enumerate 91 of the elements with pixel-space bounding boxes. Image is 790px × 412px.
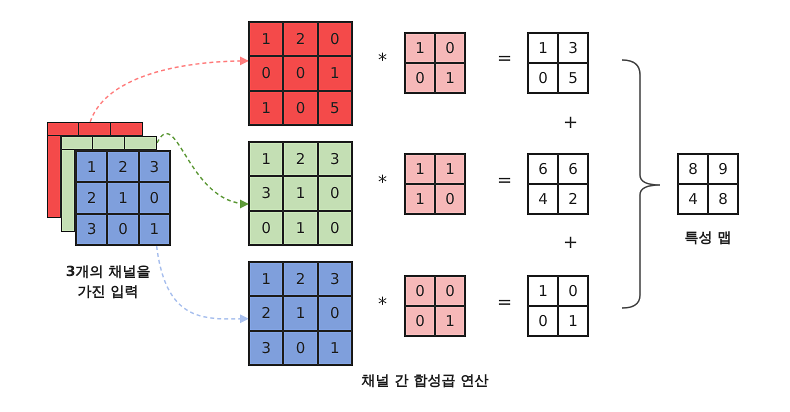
channel-layer (61, 136, 157, 150)
operator-sign: = (497, 292, 512, 313)
operator-sign: + (563, 232, 578, 253)
matrix-value: 1 (405, 154, 435, 184)
matrix-value: 1 (435, 306, 465, 336)
matrix-value: 1 (283, 296, 318, 331)
matrix-value: 3 (249, 176, 284, 211)
matrix-value: 1 (318, 56, 352, 91)
matrix-value: 1 (249, 22, 284, 56)
matrix-value: 4 (528, 184, 558, 214)
dashed-arrow (156, 133, 249, 208)
dashed-arrow (156, 246, 249, 324)
matrix-value: 2 (249, 296, 284, 331)
matrix-value: 1 (283, 176, 318, 211)
matrix-label: 특성 맵 (684, 229, 732, 247)
operator-sign: * (378, 172, 387, 193)
matrix-value: 1 (249, 142, 284, 176)
matrix-value: 8 (678, 154, 708, 184)
matrix-value: 1 (405, 184, 435, 214)
matrix-value: 4 (678, 184, 708, 214)
matrix-value: 3 (318, 262, 352, 296)
matrix-value: 0 (405, 63, 435, 93)
matrix (677, 153, 739, 215)
matrix-value: 0 (107, 214, 139, 245)
matrix-value: 0 (138, 182, 170, 214)
matrix (404, 32, 466, 94)
operator-sign: + (563, 112, 578, 133)
matrix (527, 275, 589, 337)
caption: 3개의 채널을 가진 입력 (64, 263, 152, 302)
matrix (404, 275, 466, 337)
channel-layer (47, 122, 143, 136)
matrix-value: 1 (107, 182, 139, 214)
matrix-value: 6 (558, 154, 588, 184)
matrix-value: 3 (138, 151, 170, 182)
operator-sign: * (378, 294, 387, 315)
matrix-value: 2 (107, 151, 139, 182)
matrix-value: 0 (283, 90, 318, 125)
matrix-value: 3 (558, 33, 588, 63)
operator-sign: = (497, 48, 512, 69)
matrix-value: 3 (318, 142, 352, 176)
matrix-value: 6 (528, 154, 558, 184)
operator-sign: * (378, 50, 387, 71)
matrix-value: 0 (318, 176, 352, 211)
matrix-value: 1 (249, 90, 284, 125)
matrix-value: 0 (249, 210, 284, 245)
matrix-value: 0 (435, 184, 465, 214)
matrix-value: 2 (283, 22, 318, 56)
matrix-value: 0 (558, 276, 588, 306)
matrix-value: 1 (249, 262, 284, 296)
matrix-value: 0 (283, 56, 318, 91)
matrix-value: 1 (318, 330, 352, 365)
dashed-arrow (90, 56, 249, 122)
matrix (248, 21, 353, 126)
matrix (248, 261, 353, 366)
matrix (404, 153, 466, 215)
matrix-value: 1 (405, 33, 435, 63)
matrix (248, 141, 353, 246)
matrix-value: 9 (708, 154, 738, 184)
matrix-value: 0 (249, 56, 284, 91)
matrix (527, 153, 589, 215)
matrix-value: 2 (76, 182, 108, 214)
matrix-value: 2 (283, 142, 318, 176)
matrix (527, 32, 589, 94)
matrix-value: 0 (435, 33, 465, 63)
operator-sign: = (497, 170, 512, 191)
matrix-value: 1 (435, 63, 465, 93)
matrix-value: 0 (405, 306, 435, 336)
matrix-value: 1 (558, 306, 588, 336)
matrix-value: 1 (435, 154, 465, 184)
matrix-value: 1 (283, 210, 318, 245)
matrix-value: 8 (708, 184, 738, 214)
matrix-value: 0 (528, 63, 558, 93)
matrix-value: 0 (405, 276, 435, 306)
matrix-value: 5 (558, 63, 588, 93)
matrix-value: 1 (76, 151, 108, 182)
matrix-value: 2 (283, 262, 318, 296)
matrix-value: 0 (283, 330, 318, 365)
matrix-value: 3 (249, 330, 284, 365)
matrix-value: 1 (138, 214, 170, 245)
matrix (75, 150, 171, 246)
matrix-value: 1 (528, 33, 558, 63)
matrix-value: 1 (528, 276, 558, 306)
caption: 채널 간 합성곱 연산 (360, 372, 490, 390)
matrix-value: 0 (318, 296, 352, 331)
matrix-value: 3 (76, 214, 108, 245)
matrix-value: 0 (528, 306, 558, 336)
matrix-value: 0 (435, 276, 465, 306)
matrix-value: 2 (558, 184, 588, 214)
matrix-value: 5 (318, 90, 352, 125)
matrix-value: 0 (318, 210, 352, 245)
matrix-value: 0 (318, 22, 352, 56)
